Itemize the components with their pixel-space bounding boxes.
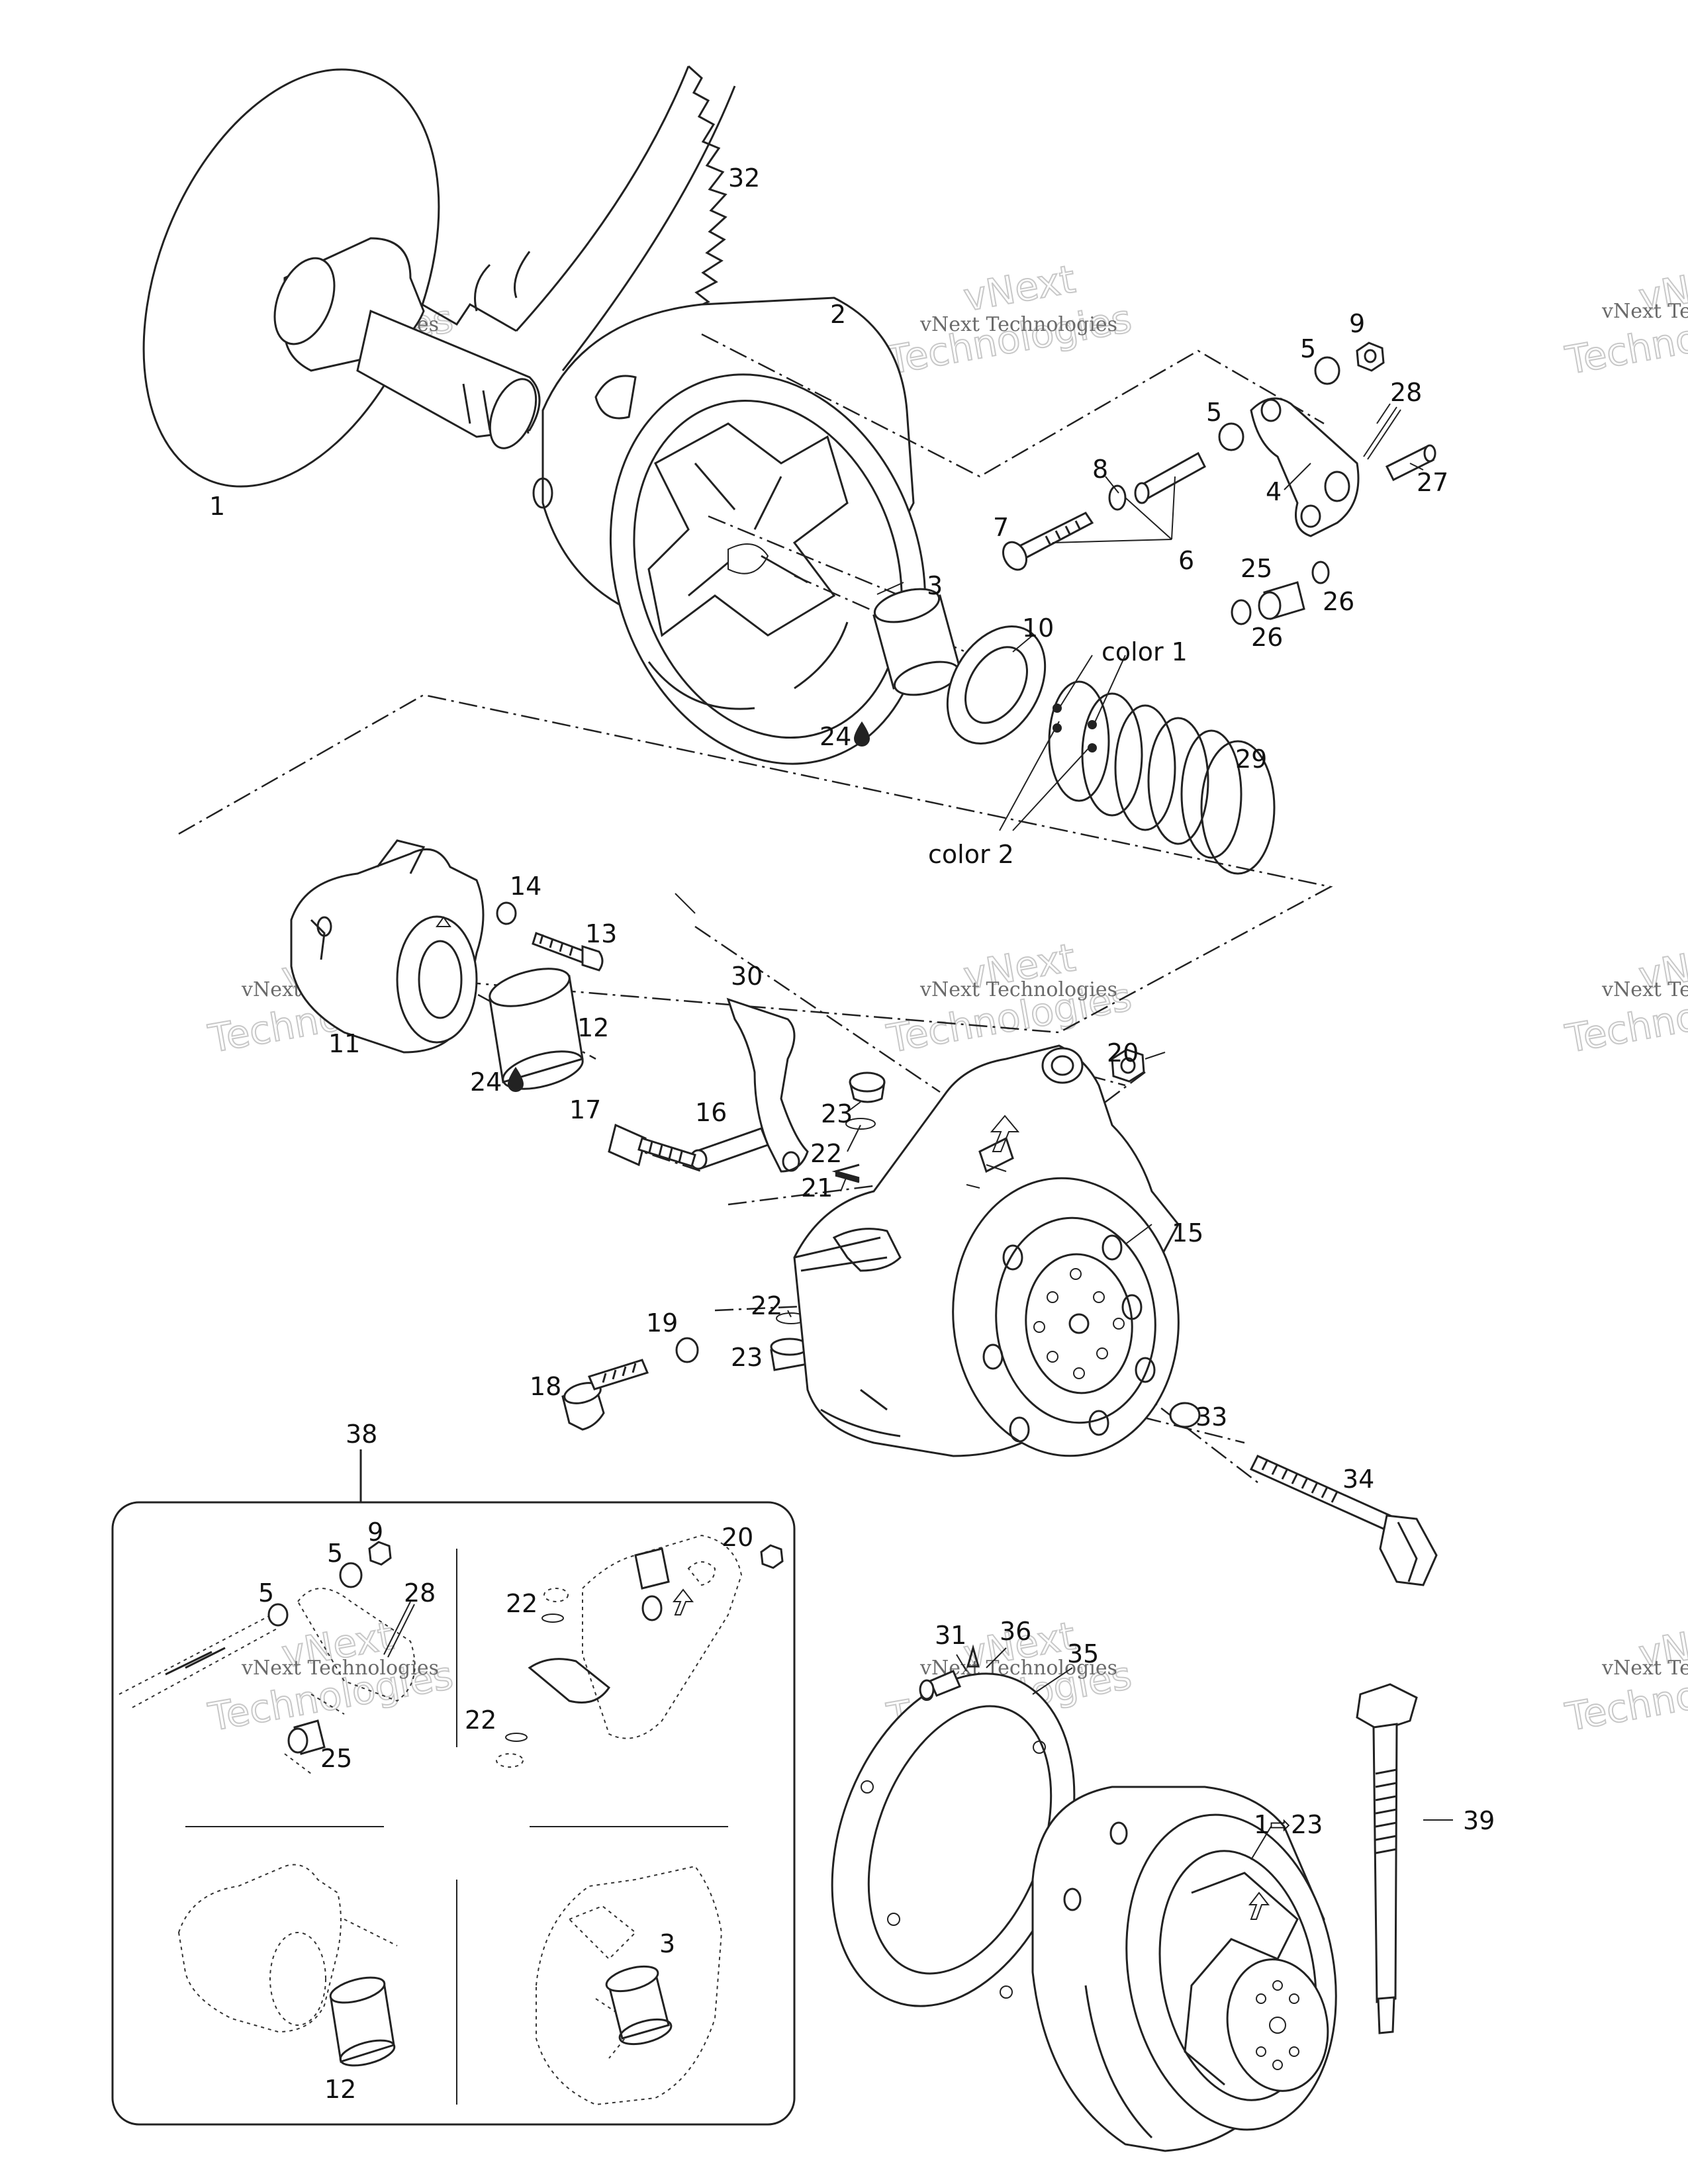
svg-text:vNext Technologies: vNext Technologies xyxy=(919,313,1117,336)
callout-31: 31 xyxy=(935,1621,966,1650)
callout-33: 33 xyxy=(1196,1402,1227,1432)
callout-30: 30 xyxy=(731,962,763,991)
callout-24: 24 xyxy=(820,722,851,751)
screw-and-washer xyxy=(496,901,604,972)
assembled-pulley xyxy=(1031,1786,1337,2152)
cam-arm xyxy=(726,997,809,1173)
callout-24: 24 xyxy=(470,1068,502,1097)
kit-callout-12: 12 xyxy=(324,2075,356,2104)
svg-text:vNext Technologies: vNext Technologies xyxy=(1601,978,1688,1001)
svg-text:vNext Technologies: vNext Technologies xyxy=(919,978,1117,1001)
callout-39: 39 xyxy=(1463,1806,1495,1835)
puller-bolt xyxy=(1356,1683,1453,2034)
kit-reference-label: 1⇨23 xyxy=(1254,1810,1323,1839)
callout-15: 15 xyxy=(1172,1218,1203,1248)
callout-38: 38 xyxy=(346,1420,377,1449)
bolt-and-washer xyxy=(1169,1402,1438,1586)
watermark: Technologies vNext vNext Technologies xyxy=(1562,255,1688,384)
kit-callout-3: 3 xyxy=(659,1929,675,1958)
callout-34: 34 xyxy=(1342,1465,1374,1494)
callout-29: 29 xyxy=(1235,745,1267,774)
kit-callout-28: 28 xyxy=(404,1578,436,1608)
kit-callout-20: 20 xyxy=(722,1523,753,1552)
pulley-housing xyxy=(532,296,927,765)
kit-callout-22: 22 xyxy=(465,1706,496,1735)
kit-callout-25: 25 xyxy=(320,1744,352,1773)
kit-box xyxy=(111,1449,796,2126)
callout-12: 12 xyxy=(577,1013,609,1042)
watermark: Technologies vNext vNext Technologies xyxy=(1562,1612,1688,1741)
callout-28: 28 xyxy=(1390,378,1422,407)
callout-5: 5 xyxy=(1206,398,1222,427)
bushing xyxy=(489,968,584,1090)
drive-belt xyxy=(410,65,736,371)
cover-ring xyxy=(831,1644,1076,2007)
callout-16: 16 xyxy=(695,1098,727,1127)
callout-35: 35 xyxy=(1067,1639,1099,1668)
plunger-assembly xyxy=(770,1071,886,1371)
callout-21: 21 xyxy=(801,1173,833,1203)
callout-26: 26 xyxy=(1323,587,1354,616)
callout-8: 8 xyxy=(1092,455,1108,484)
callout-32: 32 xyxy=(728,163,760,193)
callout-5: 5 xyxy=(1300,334,1316,363)
callout-14: 14 xyxy=(510,872,541,901)
bolt-and-washer xyxy=(561,1337,699,1431)
callout-23: 23 xyxy=(821,1099,853,1128)
callout-27: 27 xyxy=(1417,468,1448,497)
color-1-label: color 1 xyxy=(1102,637,1188,666)
svg-text:vNext Technologies: vNext Technologies xyxy=(1601,1657,1688,1680)
nut xyxy=(1111,1048,1145,1083)
governor-cup xyxy=(793,1044,1180,1457)
leader-lines xyxy=(675,403,1424,1860)
pin-and-bolt xyxy=(608,1123,769,1170)
callout-17: 17 xyxy=(569,1095,601,1124)
callout-23: 23 xyxy=(731,1343,763,1372)
callout-3: 3 xyxy=(927,571,943,600)
spring xyxy=(1048,680,1276,875)
callout-36: 36 xyxy=(1000,1617,1031,1646)
callout-22: 22 xyxy=(810,1139,842,1168)
svg-text:vNext Technologies: vNext Technologies xyxy=(1601,300,1688,323)
watermark: Technologies vNext vNext Technologies xyxy=(883,255,1136,384)
callout-11: 11 xyxy=(328,1029,360,1058)
watermark: Technologies vNext vNext Technologies xyxy=(883,934,1136,1062)
bushing xyxy=(872,588,961,696)
callout-2: 2 xyxy=(830,300,846,329)
watermark: Technologies vNext vNext Technologies xyxy=(1562,934,1688,1062)
watermark: Technologies vNext vNext Technologies xyxy=(205,1612,457,1741)
washer xyxy=(946,625,1047,745)
grease-drop-icon xyxy=(508,721,870,1092)
callout-10: 10 xyxy=(1022,614,1054,643)
callout-26: 26 xyxy=(1251,623,1283,652)
kit-callout-22: 22 xyxy=(506,1589,538,1618)
callout-9: 9 xyxy=(1349,309,1365,338)
lever-assembly xyxy=(1002,341,1436,625)
kit-callout-5: 5 xyxy=(327,1539,343,1568)
callout-20: 20 xyxy=(1107,1038,1139,1068)
callout-7: 7 xyxy=(993,513,1009,542)
kit-callout-9: 9 xyxy=(367,1518,383,1547)
callout-13: 13 xyxy=(585,919,617,948)
spider-hub xyxy=(290,839,485,1054)
svg-text:vNext Technologies: vNext Technologies xyxy=(241,1657,439,1680)
callout-4: 4 xyxy=(1266,477,1282,506)
callout-labels: 1 2 3 4 5 5 6 7 8 9 10 11 12 13 14 15 16… xyxy=(209,163,1495,2104)
fixed-sheave xyxy=(142,68,541,488)
callout-25: 25 xyxy=(1241,554,1272,583)
callout-22: 22 xyxy=(751,1291,782,1320)
callout-6: 6 xyxy=(1178,546,1194,575)
color-2-label: color 2 xyxy=(928,840,1014,869)
callout-19: 19 xyxy=(646,1308,678,1338)
callout-18: 18 xyxy=(530,1372,561,1401)
kit-callout-5: 5 xyxy=(258,1578,274,1608)
callout-1: 1 xyxy=(209,492,225,521)
